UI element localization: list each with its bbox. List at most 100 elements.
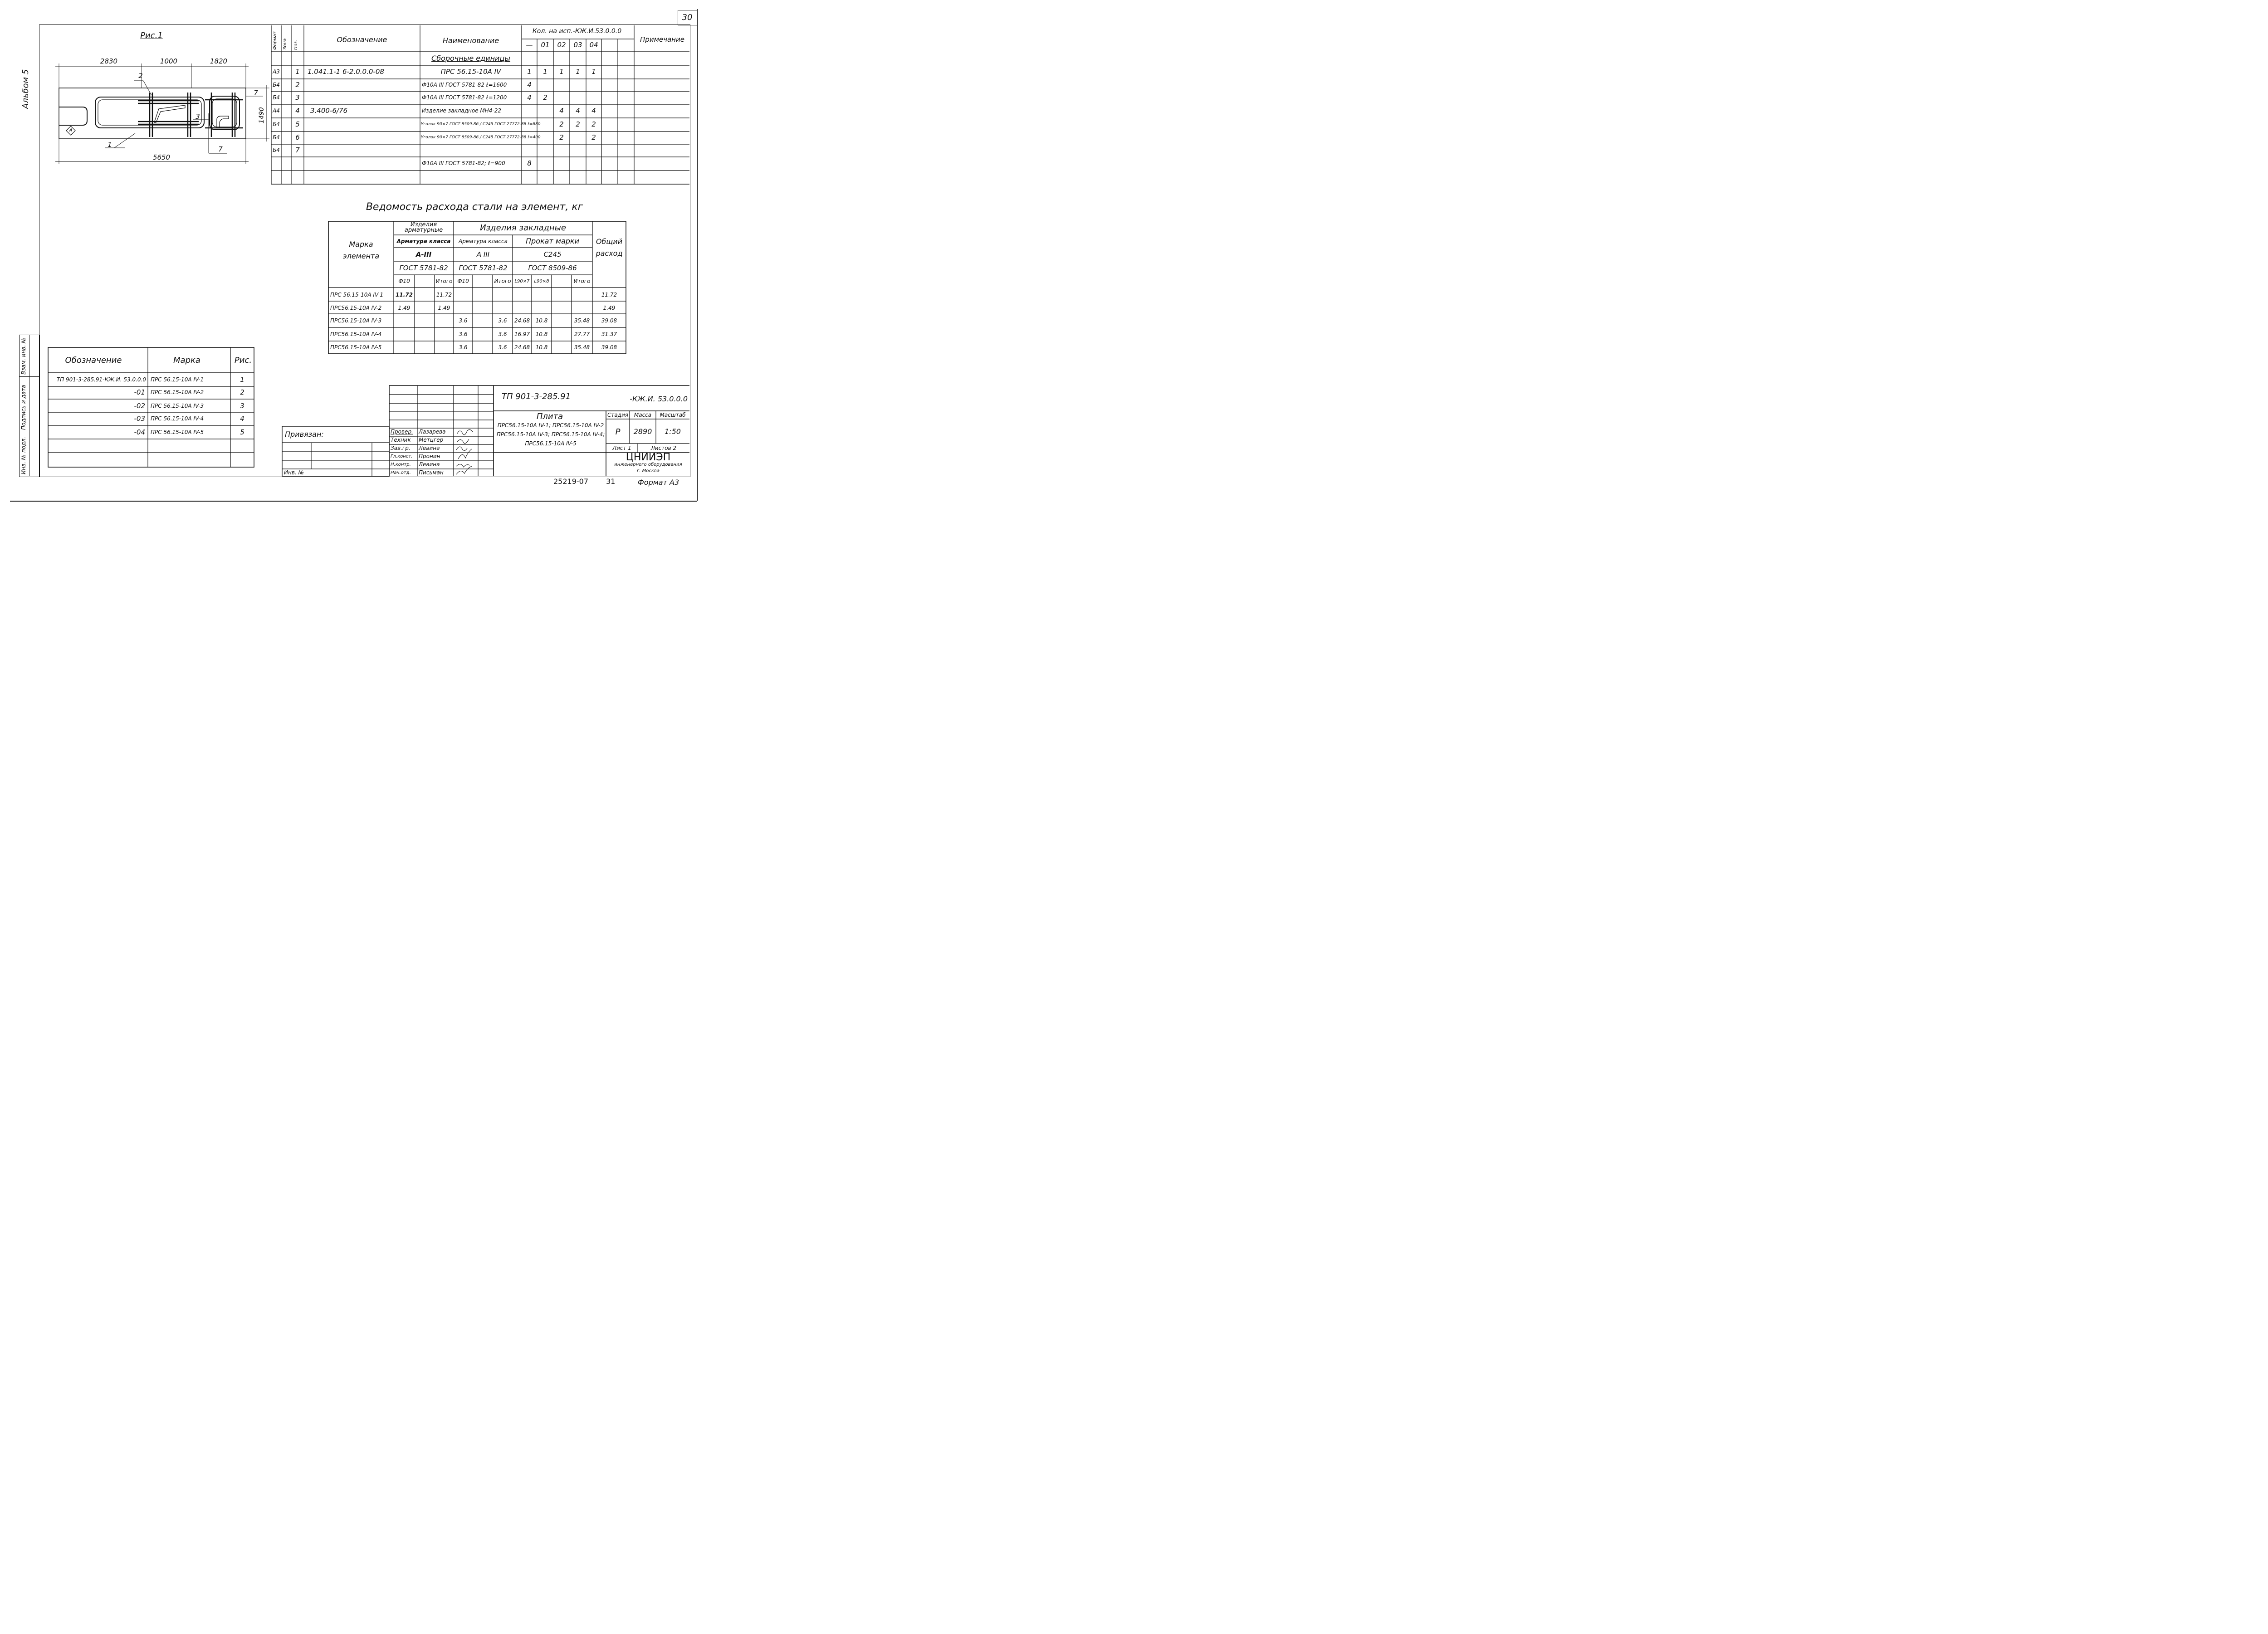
spec-row-qty: 2: [591, 133, 596, 141]
steel-row-total: 11.72: [601, 292, 617, 298]
spec-row-qty: 8: [527, 159, 532, 167]
tb-stage-h: Стадия: [607, 412, 629, 418]
spec-row-qty: 2: [559, 133, 564, 141]
spec-row-format: Б4: [273, 134, 280, 141]
spec-row-qty: 4: [559, 107, 564, 115]
steel-row-value: 24.68: [514, 344, 530, 351]
spec-row-format: Б4: [273, 121, 280, 127]
steel-row-total: 39.08: [601, 317, 617, 324]
steel-sub: Итого: [435, 278, 453, 284]
tb-code-right: -КЖ.И. 53.0.0.0: [630, 395, 688, 403]
marks-row-mark: ПРС 56.15-10А IV-2: [151, 389, 204, 395]
dim-5650: 5650: [152, 153, 171, 161]
marks-row-des: -03: [134, 415, 146, 423]
figure-title: Рис.1: [140, 31, 163, 40]
marks-row-mark: ПРС 56.15-10А IV-4: [151, 415, 204, 422]
spec-row-name: ПРС 56.15-10А IV: [440, 68, 501, 76]
spec-row-pos: 4: [295, 107, 300, 115]
spec-h-qty-2: 02: [557, 41, 566, 49]
steel-sub: Итого: [494, 278, 511, 284]
spec-row-qty: 2: [543, 93, 547, 102]
spec-row-qty: 2: [576, 120, 580, 128]
steel-table-grid: [328, 221, 626, 354]
steel-row-value: 3.6: [498, 331, 507, 337]
tb-object-line-1: ПРС56.15-10А IV-1; ПРС56.15-10А IV-2: [497, 422, 604, 429]
steel-profile-grade: С245: [543, 250, 562, 259]
steel-arm-grade: А-III: [415, 250, 432, 259]
dim-1000: 1000: [160, 57, 178, 65]
tb-role-name: Пронин: [419, 453, 440, 459]
marks-row-fig: 2: [240, 388, 244, 396]
spec-h-qty-0: —: [526, 41, 533, 49]
margin-stamp: [19, 335, 40, 477]
tb-scale: 1:50: [665, 427, 681, 436]
spec-table-grid: [271, 25, 689, 185]
marks-row-mark: ПРС 56.15-10А IV-3: [151, 403, 204, 409]
sheet-number-box: [678, 10, 698, 25]
marks-row-mark: ПРС 56.15-10А IV-5: [151, 429, 204, 435]
marks-row-fig: 4: [240, 415, 244, 423]
steel-h-arm: Изделия арматурные: [404, 221, 443, 234]
spec-row-format: А3: [273, 68, 280, 75]
marks-row-mark: ПРС 56.15-10А IV-1: [151, 376, 204, 383]
spec-row-pos: 5: [295, 120, 300, 128]
steel-row-total: 31.37: [601, 331, 617, 337]
tb-stage: Р: [615, 427, 621, 437]
spec-h-qty-3: 03: [573, 41, 582, 49]
spec-row-designation: 1.041.1-1 6-2.0.0.0-08: [308, 68, 384, 76]
tb-city: г. Москва: [637, 468, 660, 473]
steel-row-value: 1.49: [438, 305, 450, 311]
marks-h-designation: Обозначение: [65, 356, 122, 365]
steel-row-value: 11.72: [436, 292, 452, 298]
tb-role: Нач.отд.: [391, 470, 411, 475]
steel-row-mark: ПРС56.15-10А IV-3: [330, 317, 382, 324]
spec-row-name: Уголок 90×7 ГОСТ 8509-86 / С245 ГОСТ 277…: [421, 135, 541, 140]
tb-signatures: [456, 429, 473, 475]
steel-h-mark: Марка элемента: [342, 240, 380, 260]
tb-org: ЦНИИЭП: [626, 452, 671, 463]
marks-row-fig: 5: [240, 428, 244, 436]
marks-row-des: -04: [134, 428, 146, 436]
tb-format: Формат А3: [638, 478, 679, 487]
spec-row-pos: 3: [295, 93, 300, 102]
spec-row-qty: 1: [559, 68, 564, 76]
marks-row-fig: 1: [240, 376, 244, 384]
steel-row-mark: ПРС 56.15-10А IV-1: [330, 292, 384, 298]
steel-row-value: 3.6: [498, 344, 507, 351]
tb-role-name: Лазарева: [419, 429, 446, 435]
spec-row-qty: 1: [576, 68, 580, 76]
tb-role: Провер.: [391, 429, 413, 435]
steel-h-profile: Прокат марки: [526, 237, 579, 245]
spec-row-name: Ф10А III ГОСТ 5781-82; ℓ=900: [422, 160, 505, 166]
steel-row-value: 35.48: [574, 317, 590, 324]
steel-arm-gost: ГОСТ 5781-82: [399, 264, 448, 272]
spec-row-format: А4: [273, 107, 280, 114]
steel-h-total: Общий расход: [596, 237, 623, 258]
steel-row-mark: ПРС56.15-10А IV-5: [330, 344, 382, 351]
spec-h-note: Примечание: [640, 35, 684, 44]
spec-row-name: Уголок 90×7 ГОСТ 8509-86 / С245 ГОСТ 277…: [421, 122, 541, 127]
tb-mass-h: Масса: [634, 412, 652, 418]
spec-row-format: Б4: [273, 94, 280, 101]
dim-1820: 1820: [210, 57, 228, 65]
callout-3: 3: [196, 112, 200, 121]
tb-role-name: Левина: [419, 461, 440, 468]
spec-row-pos: 1: [295, 68, 300, 76]
marks-h-fig: Рис.: [234, 356, 252, 365]
spec-h-qty: Кол. на исп.-КЖ.И.53.0.0.0: [532, 28, 622, 35]
callout-7: 7: [218, 145, 223, 153]
marks-row-des: ТП 901-3-285.91-КЖ.И. 53.0.0.0: [56, 376, 146, 383]
steel-row-total: 39.08: [601, 344, 617, 351]
spec-row-pos: 2: [295, 81, 300, 89]
spec-row-qty: 1: [591, 68, 596, 76]
tb-doc-no: 25219-07: [553, 477, 589, 486]
drawing-frame: [39, 24, 690, 477]
tb-role-name: Метцгер: [419, 437, 444, 443]
dim-2830: 2830: [100, 57, 118, 65]
sheet-number: 30: [682, 13, 693, 22]
figure-drawing: [55, 63, 269, 164]
spec-row-qty: 4: [527, 81, 532, 89]
spec-row-name: Ф10А III ГОСТ 5781-82 ℓ=1600: [422, 82, 507, 88]
spec-h-qty-1: 01: [541, 41, 550, 49]
spec-row-qty: 2: [559, 120, 564, 128]
